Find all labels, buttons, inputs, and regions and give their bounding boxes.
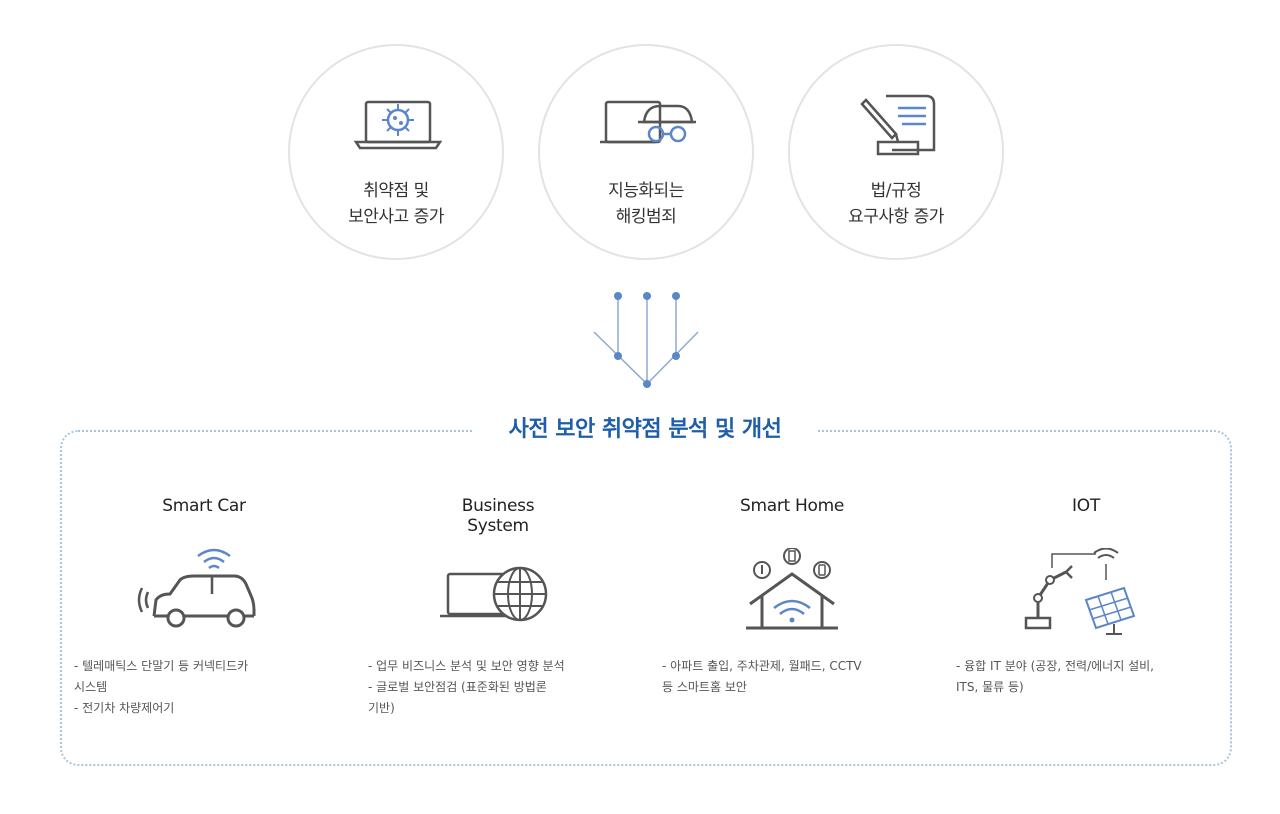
circle-label: 법/규정 요구사항 증가 bbox=[848, 181, 944, 227]
bullet-item: - 텔레매틱스 단말기 등 커넥티드카 시스템 bbox=[74, 659, 249, 694]
regulation-circle: 법/규정 요구사항 증가 bbox=[788, 44, 1004, 260]
column-title: Smart Home bbox=[739, 496, 845, 516]
bullet-item: - 융합 IT 분야 (공장, 전력/에너지 설비, ITS, 물류 등) bbox=[956, 659, 1154, 694]
vulnerability-circle: 취약점 및 보안사고 증가 bbox=[288, 44, 504, 260]
column-title: IOT bbox=[1072, 496, 1100, 516]
hacking-circle: 지능화되는 해킹범죄 bbox=[538, 44, 754, 260]
circle-label: 취약점 및 보안사고 증가 bbox=[348, 181, 444, 227]
bullet-item: - 글로벌 보안점검 (표준화된 방법론 기반) bbox=[368, 680, 547, 715]
column-bullets: - 아파트 출입, 주차관제, 월패드, CCTV 등 스마트홈 보안 bbox=[662, 656, 922, 698]
bullet-item: - 전기차 차량제어기 bbox=[74, 701, 175, 715]
column-title: Business System bbox=[461, 496, 535, 536]
iot-robot-solar-icon bbox=[1024, 548, 1136, 635]
column-iot: IOT - 융합 IT 분야 (공장, 전력/에너지 설비, ITS, 물류 등… bbox=[956, 496, 1216, 694]
document-pen-icon bbox=[860, 94, 936, 156]
smart-home-icon bbox=[746, 548, 838, 630]
column-smart-home: Smart Home - 아파트 출입, 주차관제, 월패드, CCTV 등 스… bbox=[662, 496, 922, 694]
converging-arrow-icon bbox=[593, 292, 699, 388]
panel-title: 사전 보안 취약점 분석 및 개선 bbox=[472, 410, 818, 450]
column-business-system: Business System - 업무 비즈니스 분석 및 보안 영향 분석 … bbox=[368, 496, 628, 715]
laptop-hacker-icon bbox=[600, 100, 696, 144]
circle-label: 지능화되는 해킹범죄 bbox=[608, 181, 684, 227]
column-bullets: - 업무 비즈니스 분석 및 보안 영향 분석 - 글로벌 보안점검 (표준화된… bbox=[368, 656, 628, 719]
column-bullets: - 텔레매틱스 단말기 등 커넥티드카 시스템 - 전기차 차량제어기 bbox=[74, 656, 334, 719]
bullet-item: - 아파트 출입, 주차관제, 월패드, CCTV 등 스마트홈 보안 bbox=[662, 659, 862, 694]
column-bullets: - 융합 IT 분야 (공장, 전력/에너지 설비, ITS, 물류 등) bbox=[956, 656, 1216, 698]
bullet-item: - 업무 비즈니스 분석 및 보안 영향 분석 bbox=[368, 659, 565, 673]
column-smart-car: Smart Car - 텔레매틱스 단말기 등 커넥티드카 시스템 - 전기차 … bbox=[74, 496, 334, 715]
laptop-virus-icon bbox=[353, 100, 443, 150]
column-title: Smart Car bbox=[162, 496, 246, 516]
laptop-globe-icon bbox=[440, 566, 548, 622]
car-wifi-icon bbox=[137, 548, 256, 628]
